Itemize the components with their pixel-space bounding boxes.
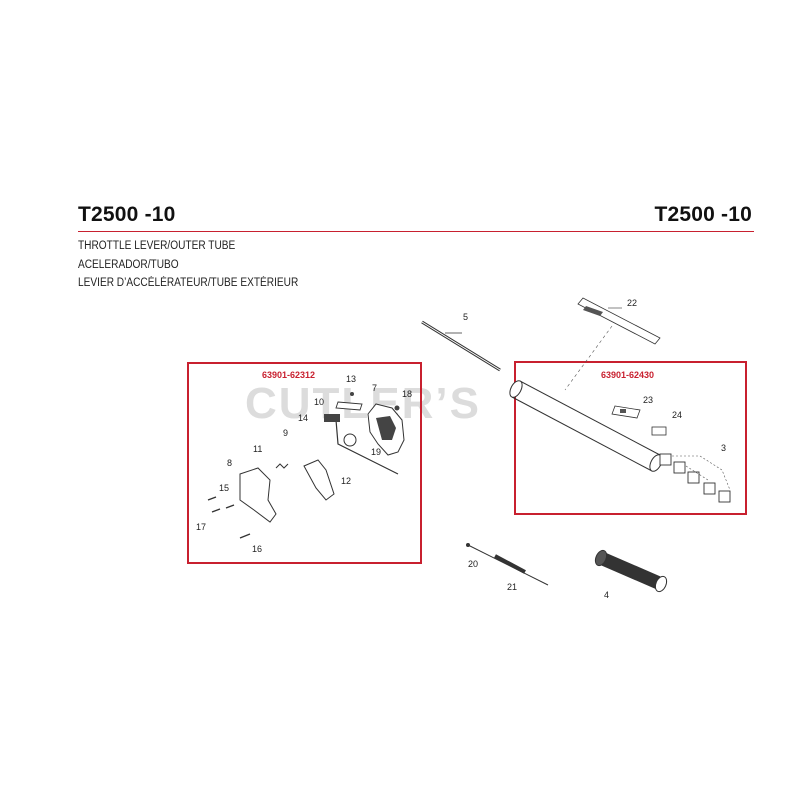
subtitle-french: LEVIER D’ACCÉLÉRATEUR/TUBE EXTÉRIEUR xyxy=(78,277,299,289)
callout-3: 3 xyxy=(721,443,726,453)
callout-24: 24 xyxy=(672,410,682,420)
part-16-screw xyxy=(239,533,251,539)
subtitle-english: THROTTLE LEVER/OUTER TUBE xyxy=(78,240,236,252)
callout-8: 8 xyxy=(227,458,232,468)
watermark-text: CUTLER’S xyxy=(245,379,481,428)
part-18-screw xyxy=(394,405,400,411)
part-10-lever-plate xyxy=(335,401,363,411)
callout-18: 18 xyxy=(402,389,412,399)
part-7-throttle-housing xyxy=(367,403,405,456)
callout-5: 5 xyxy=(463,312,468,322)
part-24-small-decal xyxy=(651,426,667,436)
callout-21: 21 xyxy=(507,582,517,592)
part-22-label-strip xyxy=(577,297,661,345)
part-2-outer-tube xyxy=(509,380,663,472)
callout-11: 11 xyxy=(253,444,262,454)
callout-10: 10 xyxy=(314,397,324,407)
part-15-screws xyxy=(207,496,235,513)
callout-20: 20 xyxy=(468,559,478,569)
callout-16: 16 xyxy=(252,544,262,554)
part-5-drive-shaft xyxy=(421,320,501,372)
kit-code-throttle: 63901-62312 xyxy=(262,370,315,380)
part-4-grip xyxy=(594,549,668,593)
part-23-tube-decal xyxy=(611,405,641,419)
subtitle-spanish: ACELERADOR/TUBO xyxy=(78,259,179,271)
part-13-pin xyxy=(350,392,354,396)
kit-code-tube: 63901-62430 xyxy=(601,370,654,380)
part-14-rod xyxy=(324,414,399,475)
page-title-right: T2500 -10 xyxy=(654,203,752,226)
part-20-21-throttle-cable xyxy=(466,543,549,586)
kit-box-tube xyxy=(514,361,747,515)
callout-12: 12 xyxy=(341,476,351,486)
leader-line xyxy=(564,325,613,391)
kit-box-throttle xyxy=(187,362,422,564)
callout-15: 15 xyxy=(219,483,229,493)
callout-4: 4 xyxy=(604,590,609,600)
header-divider xyxy=(78,231,754,232)
callout-19: 19 xyxy=(371,447,381,457)
page-title-left: T2500 -10 xyxy=(78,203,176,226)
callout-22: 22 xyxy=(627,298,637,308)
part-3-clips xyxy=(659,453,731,503)
part-11-spring xyxy=(275,463,289,469)
part-19-spring xyxy=(343,433,357,447)
callout-23: 23 xyxy=(643,395,653,405)
callout-7: 7 xyxy=(372,383,377,393)
part-8-handle-half xyxy=(239,467,277,523)
callout-13: 13 xyxy=(346,374,356,384)
callout-9: 9 xyxy=(283,428,288,438)
part-12-trigger xyxy=(303,459,335,501)
callout-17: 17 xyxy=(196,522,206,532)
callout-14: 14 xyxy=(298,413,308,423)
